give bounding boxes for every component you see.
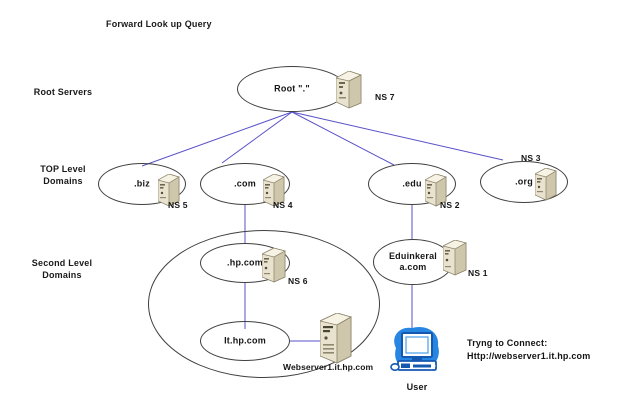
tier-label-root-servers: Root Servers — [33, 87, 93, 97]
diagram-title: Forward Look up Query — [106, 19, 212, 29]
zone-boundary-hp-com — [148, 230, 380, 378]
node-eduinkerala-line2: a.com — [399, 262, 427, 272]
node-biz-ellipse — [98, 163, 186, 205]
node-hp-com-label: .hp.com — [227, 257, 263, 268]
node-root-label: Root "." — [274, 83, 310, 94]
ns-label-ns4: NS 4 — [273, 200, 293, 210]
tier-label-sld-line2: Domains — [42, 270, 82, 280]
ns-label-ns6: NS 6 — [288, 276, 308, 286]
tier-label-top-level-domains: TOP Level Domains — [18, 163, 108, 187]
user-computer-icon[interactable] — [388, 322, 446, 380]
server-icon-webserver1[interactable] — [318, 312, 353, 365]
server-icon-ns7[interactable] — [335, 70, 362, 109]
node-biz[interactable]: .biz — [98, 163, 186, 205]
node-it-hp-com-label: It.hp.com — [224, 335, 266, 346]
edge-root-edu — [291, 111, 395, 166]
node-hp-com-ellipse — [200, 243, 290, 283]
node-hp-com[interactable]: .hp.com — [200, 243, 290, 283]
ns-label-ns1: NS 1 — [468, 268, 488, 278]
server-icon-ns5[interactable] — [157, 173, 180, 207]
ns-label-ns2: NS 2 — [440, 200, 460, 210]
ns-label-ns3: NS 3 — [521, 153, 541, 163]
node-com[interactable]: .com — [200, 163, 290, 205]
connect-message: Tryng to Connect: Http://webserver1.it.h… — [467, 337, 590, 363]
node-it-hp-com[interactable]: It.hp.com — [200, 321, 290, 361]
edge-root-com — [221, 111, 293, 164]
node-edu-ellipse — [368, 163, 456, 205]
node-org-ellipse — [480, 161, 568, 203]
node-edu[interactable]: .edu — [368, 163, 456, 205]
node-root[interactable]: Root "." — [237, 66, 347, 112]
connect-message-line2: Http://webserver1.it.hp.com — [467, 351, 591, 361]
edge-root-org — [291, 111, 504, 161]
server-icon-ns2[interactable] — [424, 173, 447, 207]
node-eduinkerala-line1: Eduinkeral — [388, 251, 437, 261]
edge-root-biz — [141, 111, 293, 167]
tier-label-sld-line1: Second Level — [31, 258, 93, 268]
server-icon-ns1[interactable] — [441, 239, 467, 276]
node-eduinkerala-com[interactable]: Eduinkeral a.com — [373, 239, 453, 285]
node-com-label: .com — [234, 178, 256, 189]
node-com-ellipse — [200, 163, 290, 205]
node-edu-label: .edu — [402, 178, 422, 189]
node-org[interactable]: .org — [480, 161, 568, 203]
label-webserver1: Webserver1.it.hp.com — [283, 362, 374, 372]
node-org-label: .org — [515, 176, 533, 187]
label-user: User — [406, 382, 428, 392]
node-biz-label: .biz — [134, 178, 150, 189]
ns-label-ns5: NS 5 — [168, 200, 188, 210]
node-eduinkerala-com-label: Eduinkeral a.com — [373, 251, 453, 273]
server-icon-ns6[interactable] — [260, 247, 286, 283]
ns-label-ns7: NS 7 — [375, 92, 395, 102]
connect-message-line1: Tryng to Connect: — [467, 338, 548, 348]
tier-label-tld-line1: TOP Level — [40, 164, 86, 174]
tier-label-second-level-domains: Second Level Domains — [12, 257, 112, 281]
tier-label-tld-line2: Domains — [43, 176, 83, 186]
server-icon-ns3[interactable] — [534, 167, 557, 201]
server-icon-ns4[interactable] — [262, 173, 285, 207]
node-it-hp-com-ellipse — [200, 321, 290, 361]
